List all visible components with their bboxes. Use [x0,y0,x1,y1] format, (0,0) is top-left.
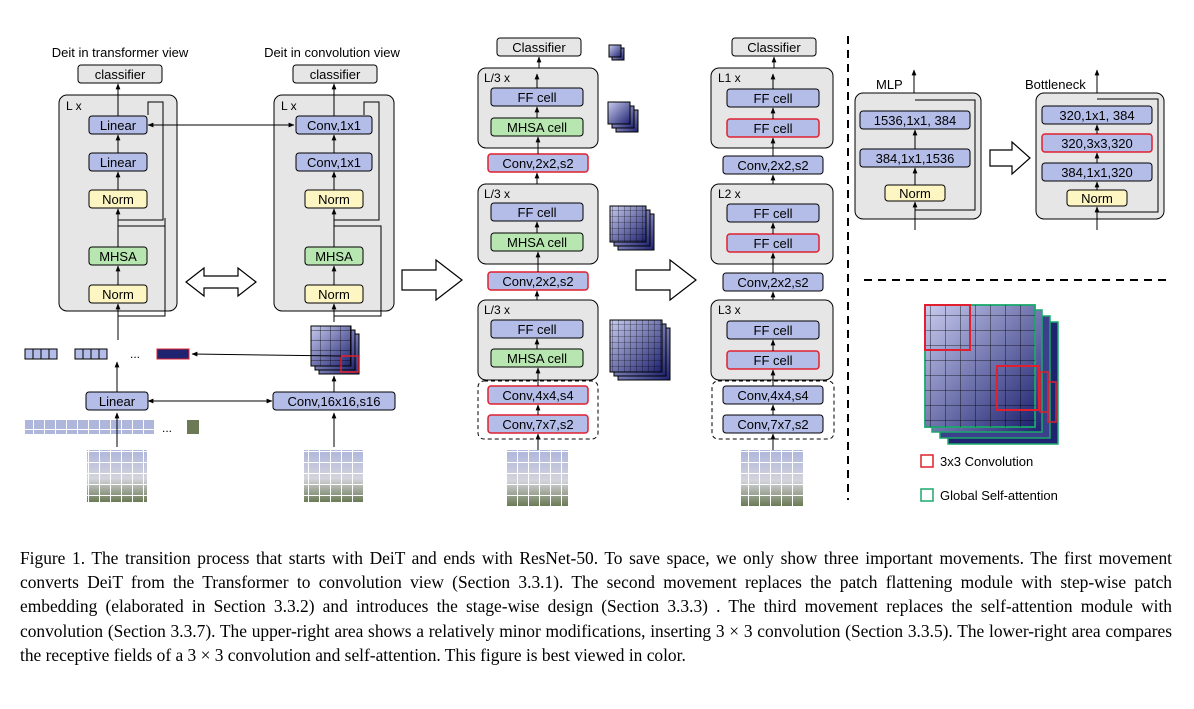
panel3-stage2-repeat: L/3 x [484,187,510,201]
panel2-norm-top: Norm [318,192,350,207]
panel1-linear-mid: Linear [100,155,137,170]
panel3-stage2-mhsa: MHSA cell [507,235,567,250]
bottleneck-block: Bottleneck 320,1x1, 384 320,3x3,320 384,… [1025,69,1165,230]
caption-text: Figure 1. The transition process that st… [20,548,1172,665]
panel3-classifier: Classifier [512,40,566,55]
input-image-2 [304,450,364,502]
panel3-stage3-repeat: L/3 x [484,303,510,317]
input-image-3 [506,450,568,506]
panel2-embed-conv: Conv,16x16,s16 [288,394,381,409]
panel3-stem2: Conv,7x7,s2 [502,417,573,432]
panel3-stage3-mhsa: MHSA cell [507,351,567,366]
input-image-4 [741,450,803,506]
token-ellipsis: ... [130,347,140,361]
bottleneck-title: Bottleneck [1025,77,1086,92]
panel4-stem2: Conv,7x7,s2 [737,417,808,432]
panel-resnet: Classifier L1 x FF cell FF cell Conv,2x2… [710,37,835,506]
feature-cube-icon [310,325,360,375]
panel2-norm-bottom: Norm [318,287,350,302]
panel1-norm-bottom: Norm [102,287,134,302]
bottleneck-top: 320,1x1, 384 [1059,108,1134,123]
panel1-norm-top: Norm [102,192,134,207]
panel1-embed-linear: Linear [99,394,136,409]
panel4-stage1-ff1: FF cell [754,91,793,106]
panel4-stage3-ff1: FF cell [754,323,793,338]
bottleneck-bottom: 384,1x1,320 [1061,165,1133,180]
panel4-stem1: Conv,4x4,s4 [737,388,808,403]
panel2-mhsa: MHSA [315,249,353,264]
mlp-norm: Norm [899,186,931,201]
panel-transformer-view: Deit in transformer view classifier L x … [24,45,199,502]
transition-diagram: Deit in transformer view classifier L x … [24,36,1172,506]
panel1-mhsa: MHSA [99,249,137,264]
input-image-1 [87,450,147,502]
panel3-stage1-ff: FF cell [518,90,557,105]
panel2-conv-mid: Conv,1x1 [307,155,361,170]
panel2-repeat: L x [281,99,297,113]
right-arrow-icon [635,258,697,302]
panel3-down2: Conv,2x2,s2 [502,274,573,289]
panel4-stage1-repeat: L1 x [718,71,741,85]
token-vectors [24,348,190,360]
panel4-stage3-ff2: FF cell [754,353,793,368]
right-arrow-icon [401,258,463,302]
double-arrow-icon [185,266,257,298]
mlp-block: MLP 1536,1x1, 384 384,1x1,1536 Norm [854,69,982,230]
figure-caption: Figure 1. The transition process that st… [20,546,1172,667]
panel-convolution-view: Deit in convolution view classifier L x … [191,45,401,502]
panel2-title: Deit in convolution view [264,45,400,60]
panel4-stage2-repeat: L2 x [718,187,741,201]
panel2-classifier: classifier [310,67,361,82]
panel4-classifier: Classifier [747,40,801,55]
panel4-stage2-ff1: FF cell [754,206,793,221]
bottleneck-mid: 320,3x3,320 [1061,136,1133,151]
mlp-mid: 384,1x1,1536 [876,151,955,166]
panel-stagewise: Classifier L/3 x FF cell MHSA cell Conv,… [477,37,671,506]
legend-attn-label: Global Self-attention [940,488,1058,503]
panel3-stage1-repeat: L/3 x [484,71,510,85]
panel3-stage1-mhsa: MHSA cell [507,120,567,135]
panel4-stage2-ff2: FF cell [754,236,793,251]
panel1-title: Deit in transformer view [52,45,189,60]
panel3-stage3-ff: FF cell [518,322,557,337]
mlp-top: 1536,1x1, 384 [874,113,956,128]
legend-conv-swatch [920,454,934,468]
panel3-stage2-ff: FF cell [518,205,557,220]
receptive-field-illustration [924,304,1059,445]
panel4-stage1-ff2: FF cell [754,121,793,136]
mlp-title: MLP [876,77,903,92]
patch-ellipsis: ... [162,421,172,435]
panel4-down1: Conv,2x2,s2 [737,158,808,173]
panel4-down2: Conv,2x2,s2 [737,275,808,290]
panel1-linear-top: Linear [100,118,137,133]
bottleneck-norm: Norm [1081,191,1113,206]
panel3-down1: Conv,2x2,s2 [502,156,573,171]
feature-cubes-stagewise [607,44,671,381]
panel3-stem1: Conv,4x4,s4 [502,388,573,403]
panel1-repeat: L x [66,99,82,113]
panel2-conv-top: Conv,1x1 [307,118,361,133]
right-arrow-icon [989,140,1031,176]
panel1-classifier: classifier [95,67,146,82]
panel4-stage3-repeat: L3 x [718,303,741,317]
legend-attn-swatch [920,488,934,502]
legend-conv-label: 3x3 Convolution [940,454,1033,469]
flattened-patches [25,420,199,434]
